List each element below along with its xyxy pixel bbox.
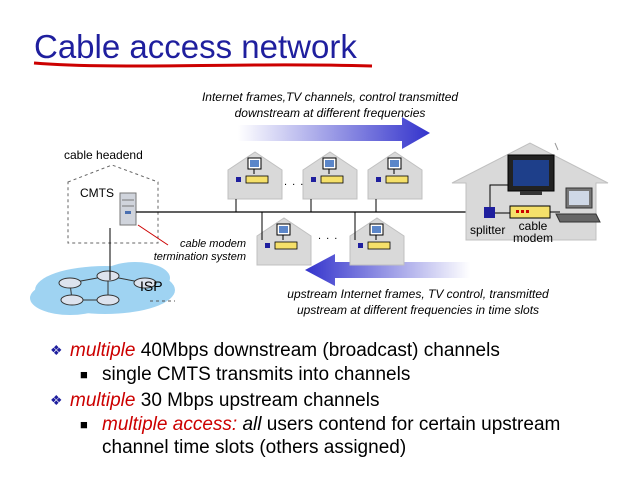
downstream-caption-line2: downstream at different frequencies bbox=[234, 106, 426, 120]
upstream-caption-line2: upstream at different frequencies in tim… bbox=[296, 303, 540, 317]
cmts-server bbox=[119, 192, 137, 226]
splitter-label: splitter bbox=[470, 223, 506, 237]
upstream-arrow bbox=[305, 254, 470, 286]
bullet-text-part: 30 Mbps upstream channels bbox=[135, 390, 380, 411]
bullet-text-part: single CMTS transmits into channels bbox=[102, 364, 411, 385]
bullet-upstream: ❖ multiple 30 Mbps upstream channels bbox=[50, 388, 630, 413]
downstream-arrow bbox=[238, 117, 430, 149]
cmts-label: CMTS bbox=[80, 186, 114, 200]
cable-headend-label: cable headend bbox=[64, 148, 143, 162]
downstream-caption-line1: Internet frames,TV channels, control tra… bbox=[201, 90, 459, 104]
ellipsis-lower: . . . bbox=[318, 230, 339, 242]
square-bullet-icon: ■ bbox=[80, 417, 88, 432]
bullet-text-part: users contend for certain upstream chann… bbox=[102, 414, 561, 458]
isp-label: ISP bbox=[140, 278, 163, 294]
cable-modem-label-line2: modem bbox=[512, 231, 553, 245]
bullet-list: ❖ multiple 40Mbps downstream (broadcast)… bbox=[50, 338, 630, 459]
subscriber-home bbox=[451, 142, 609, 241]
cmts-desc-line1: cable modem bbox=[179, 238, 246, 250]
upstream-caption-line1: upstream Internet frames, TV control, tr… bbox=[287, 287, 549, 301]
cable-modem-label-line1: cable bbox=[518, 219, 548, 233]
bullet-text-part: 40Mbps downstream (broadcast) channels bbox=[135, 340, 500, 361]
bullet-text-part: multiple access: bbox=[102, 414, 238, 435]
bullet-single-cmts: ■ single CMTS transmits into channels bbox=[50, 363, 630, 386]
cmts-desc-line2: termination system bbox=[153, 251, 246, 263]
isp-network bbox=[30, 262, 175, 315]
bullet-multiple-access: ■ multiple access: all users contend for… bbox=[50, 413, 630, 459]
diamond-bullet-icon: ❖ bbox=[50, 342, 63, 358]
square-bullet-icon: ■ bbox=[80, 367, 88, 382]
bullet-downstream: ❖ multiple 40Mbps downstream (broadcast)… bbox=[50, 338, 630, 363]
ellipsis-upper: . . . bbox=[284, 176, 305, 188]
slide-title: Cable access network bbox=[34, 28, 357, 65]
title-underline bbox=[33, 61, 373, 68]
bullet-text-part: multiple bbox=[70, 390, 136, 411]
cable-network-diagram bbox=[30, 61, 609, 315]
bullet-text-part: multiple bbox=[70, 340, 136, 361]
headend-outline bbox=[67, 164, 159, 244]
splitter-icon bbox=[484, 207, 495, 218]
bullet-text-part: all bbox=[242, 414, 262, 435]
diamond-bullet-icon: ❖ bbox=[50, 392, 63, 408]
